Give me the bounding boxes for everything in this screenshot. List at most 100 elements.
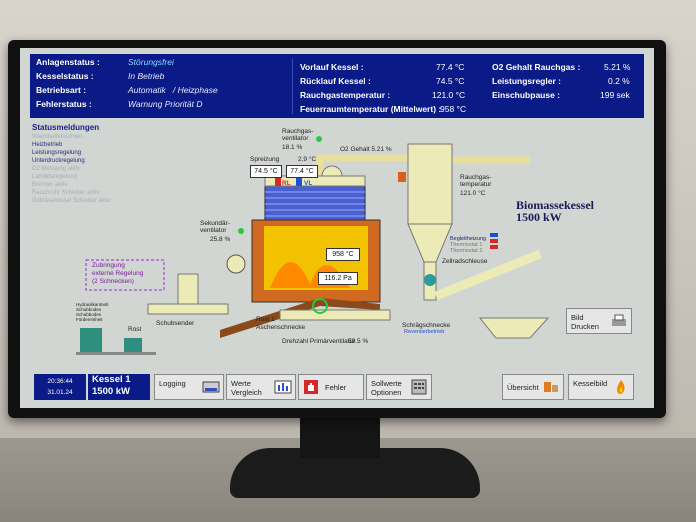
- grate: [220, 298, 380, 338]
- printer-icon: [612, 314, 626, 326]
- kessel-selector[interactable]: Kessel 1 1500 kW: [88, 374, 150, 400]
- rauchgas-value: 121.0 °C: [432, 90, 466, 100]
- vorlauf-box: 77.4 °C: [286, 165, 318, 178]
- secondary-fan: [226, 254, 246, 274]
- ruecklauf-value: 74.5 °C: [436, 76, 465, 86]
- werte-vergleich-button[interactable]: Werte Vergleich: [226, 374, 296, 400]
- hydraulic-unit: [80, 328, 102, 352]
- fehler-label: Fehler: [325, 383, 347, 392]
- rauchgastemp-value: 121.0 °C: [460, 190, 486, 197]
- zubringung-box: [85, 259, 165, 291]
- feuerraum-box: 958 °C: [326, 248, 360, 261]
- o2-value: 5.21 %: [604, 62, 631, 72]
- clock-time: 20:36:44: [47, 378, 73, 385]
- zubringung-label: Zubringung externe Regelung (2 Schnecken…: [92, 262, 144, 285]
- rl-pipe: [275, 170, 281, 186]
- fehler-button[interactable]: Fehler: [298, 374, 364, 400]
- flue-temp-sensor: [398, 172, 406, 182]
- kessel-name: Kessel 1: [92, 374, 131, 385]
- status-message-item: Brenner aktiv: [32, 182, 68, 188]
- o2-label: O2 Gehalt Rauchgas :: [492, 62, 581, 72]
- heat-exchanger: [264, 185, 366, 221]
- monitor-stand-neck: [300, 418, 380, 458]
- ash-container: [478, 317, 550, 339]
- schubboden-label: Hydraulikantrieb Schubboden Schubboden F…: [76, 302, 109, 322]
- stoker-screw: [147, 303, 229, 315]
- status-message-item: Rauchrohr Schieber aktiv: [32, 190, 100, 196]
- sekundaer-label: Sekundär- ventilator: [200, 220, 230, 234]
- spreizung-value: 2.9 °C: [298, 156, 317, 163]
- vl-pipe: [296, 170, 302, 186]
- schraegschnecke-label: Schrägschnecke: [402, 322, 451, 329]
- uebersicht-button[interactable]: Übersicht: [502, 374, 564, 400]
- einschubpause-value: 199 sek: [600, 90, 630, 100]
- logging-button[interactable]: Logging: [154, 374, 224, 400]
- status-messages-title: Statusmeldungen: [32, 123, 100, 132]
- rotary-valve: [424, 274, 436, 286]
- boiler-title: Biomassekessel 1500 kW: [516, 199, 594, 223]
- rauchgas-label: Rauchgastemperatur :: [300, 90, 391, 100]
- inclined-screw: [434, 249, 542, 301]
- bild-drucken-label: Bild Drucken: [571, 313, 599, 331]
- anlagenstatus-label: Anlagenstatus :: [36, 57, 100, 67]
- spreizung-label: Spreizung: [250, 156, 280, 163]
- feuerraum-label: Feuerraumtemperatur (Mittelwert) :: [300, 104, 442, 114]
- sekundaer-status-icon: [238, 228, 244, 234]
- primary-fan-icon: [312, 298, 328, 314]
- boiler-title-power: 1500 kW: [516, 210, 562, 224]
- kesselstatus-value: In Betrieb: [128, 71, 165, 81]
- bild-drucken-button[interactable]: Bild Drucken: [566, 308, 632, 334]
- aschenschnecke-label: Aschenschnecke: [256, 324, 306, 331]
- clock: 20:36:44 31.01.24: [34, 374, 86, 400]
- drehzahl-label: Drehzahl Primärventilator: [282, 338, 356, 345]
- rauchgastemp-label: Rauchgas- temperatur: [460, 174, 492, 188]
- anlagenstatus-value: Störungsfrei: [128, 57, 174, 67]
- cyclone-body: [407, 143, 453, 225]
- status-message-item: Lambdaregelung: [32, 174, 78, 180]
- vorlauf-label: Vorlauf Kessel :: [300, 62, 364, 72]
- ash-screw: [279, 309, 391, 321]
- status-message-item: Leistungsregelung: [32, 150, 82, 156]
- logging-icon: [202, 381, 220, 393]
- uebersicht-label: Übersicht: [507, 383, 539, 392]
- header-divider: [292, 58, 293, 114]
- sollwerte-optionen-button[interactable]: Sollwerte Optionen: [366, 374, 432, 400]
- status-message-item: Warmhalteroutinen: [32, 134, 83, 140]
- schubsender-label: Schubsender: [156, 320, 195, 327]
- logging-label: Logging: [159, 379, 186, 388]
- thermostat2-marker: [490, 245, 498, 249]
- werte-label: Werte Vergleich: [231, 379, 262, 397]
- fehlerstatus-label: Fehlerstatus :: [36, 99, 92, 109]
- reversierbetrieb-label: Reversierbetrieb: [404, 329, 445, 335]
- rl-label: RL: [282, 180, 291, 187]
- chart-icon: [274, 380, 292, 394]
- scada-screen: Anlagenstatus : Störungsfrei Kesselstatu…: [20, 48, 654, 408]
- leistungsregler-value: 0.2 %: [608, 76, 630, 86]
- bottom-toolbar: 20:36:44 31.01.24 Kessel 1 1500 kW Loggi…: [30, 370, 644, 404]
- ruecklauf-label: Rücklauf Kessel :: [300, 76, 371, 86]
- vorlauf-value: 77.4 °C: [436, 62, 465, 72]
- vl-label: VL: [304, 180, 313, 187]
- kesselbild-button[interactable]: Kesselbild: [568, 374, 634, 400]
- status-header: Anlagenstatus : Störungsfrei Kesselstatu…: [30, 54, 644, 118]
- status-message-item: O2 Messung aktiv: [32, 166, 81, 172]
- process-o2-label: O2 Gehalt 5.21 %: [340, 146, 392, 153]
- flame-icon: [617, 380, 625, 394]
- flue-pipe: [316, 154, 412, 176]
- rauchgasventilator-value: 18.1 %: [282, 144, 303, 151]
- thermostat1-label: Thermostat 1: [450, 242, 483, 248]
- begleitheizung-marker: [490, 233, 498, 237]
- kesselbild-label: Kesselbild: [573, 379, 608, 388]
- betriebsart-value: Automatik / Heizphase: [128, 85, 218, 95]
- begleitheizung-label: Begleitheizung: [450, 236, 487, 242]
- ruecklauf-box: 74.5 °C: [250, 165, 282, 178]
- status-message-item: Unterdruckregelung: [32, 158, 85, 164]
- sekundaer-value: 25.8 %: [210, 236, 231, 243]
- sollwerte-label: Sollwerte Optionen: [371, 379, 402, 397]
- status-message-item: Gebläsekessel Schieber aktiv: [32, 198, 111, 204]
- boiler-title-name: Biomassekessel: [516, 198, 594, 212]
- overview-icon: [544, 382, 558, 392]
- cyclone-cone: [407, 223, 453, 263]
- zellradschleuse-label: Zellradschleuse: [442, 258, 488, 265]
- status-message-item: Heizbetrieb: [32, 142, 63, 148]
